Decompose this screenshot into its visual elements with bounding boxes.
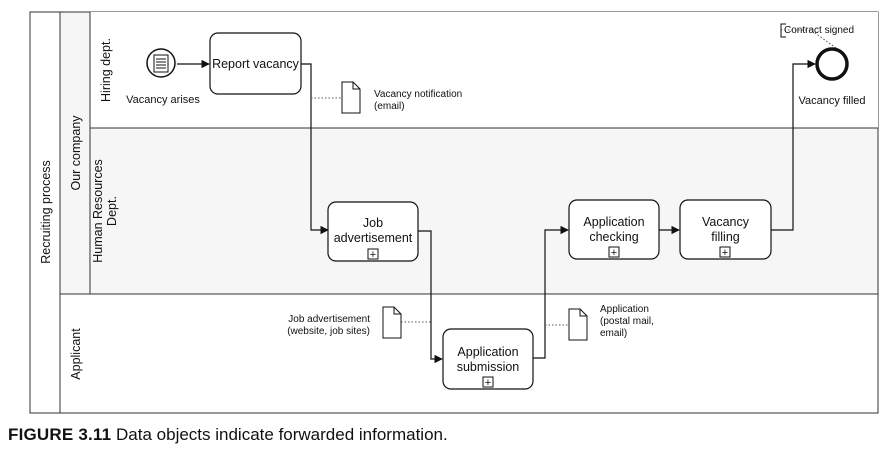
data-object-job-advertisement <box>382 306 402 339</box>
svg-text:Job: Job <box>363 216 383 230</box>
data-object-job-ad-label-1: Job advertisement <box>288 314 370 325</box>
flow-submission-to-checking <box>533 225 569 359</box>
data-object-notification-label-2: (email) <box>374 101 405 112</box>
subprocess-marker <box>608 246 620 258</box>
text-annotation: Contract signed <box>780 23 854 38</box>
end-event <box>815 47 849 81</box>
svg-text:submission: submission <box>457 360 520 374</box>
lane-label-hiring: Hiring dept. <box>99 38 113 102</box>
task-job-advertisement: Job advertisement + <box>327 201 419 262</box>
start-event-label: Vacancy arises <box>126 94 200 106</box>
lane-label-hr-line2: Dept. <box>105 196 119 226</box>
svg-text:Report vacancy: Report vacancy <box>212 57 300 71</box>
start-event <box>146 48 176 78</box>
svg-text:+: + <box>722 247 728 259</box>
pool-label: Recruiting process <box>39 160 53 264</box>
annotation-contract-signed: Contract signed <box>784 25 854 36</box>
task-application-checking: Application checking + <box>568 199 660 260</box>
data-object-application-label-2: (postal mail, <box>600 316 654 327</box>
data-associations <box>311 29 837 326</box>
data-object-application <box>568 308 588 341</box>
figure-number: FIGURE 3.11 <box>8 425 112 444</box>
bpmn-diagram: Recruiting process Our company Hiring de… <box>29 11 879 414</box>
lane-label-applicant: Applicant <box>69 328 83 380</box>
subprocess-marker <box>719 246 731 258</box>
data-object-vacancy-notification <box>341 81 361 114</box>
svg-text:+: + <box>370 249 376 261</box>
flow-filling-to-end <box>771 59 816 231</box>
svg-text:Application: Application <box>583 215 644 229</box>
figure-caption: FIGURE 3.11 Data objects indicate forwar… <box>8 425 448 445</box>
svg-text:+: + <box>611 247 617 259</box>
subprocess-marker <box>482 376 494 388</box>
data-object-application-label-3: email) <box>600 328 627 339</box>
flow-jobad-to-submission <box>418 230 443 364</box>
svg-text:advertisement: advertisement <box>334 231 413 245</box>
data-object-notification-label-1: Vacancy notification <box>374 89 462 100</box>
task-vacancy-filling: Vacancy filling + <box>679 199 772 260</box>
lane-label-our-company: Our company <box>69 115 83 191</box>
svg-text:filling: filling <box>711 230 740 244</box>
flow-report-to-jobad <box>301 63 329 235</box>
task-report-vacancy: Report vacancy <box>209 32 302 95</box>
figure-text: Data objects indicate forwarded informat… <box>116 425 448 444</box>
lane-label-hr-line1: Human Resources <box>91 159 105 263</box>
svg-text:+: + <box>485 377 491 389</box>
data-object-job-ad-label-2: (website, job sites) <box>287 326 370 337</box>
svg-text:Vacancy: Vacancy <box>702 215 750 229</box>
svg-text:checking: checking <box>589 230 638 244</box>
sequence-flows <box>177 59 816 364</box>
data-object-application-label-1: Application <box>600 304 649 315</box>
end-event-label: Vacancy filled <box>798 95 865 107</box>
task-application-submission: Application submission + <box>442 328 534 390</box>
svg-text:Application: Application <box>457 345 518 359</box>
subprocess-marker <box>367 248 379 260</box>
